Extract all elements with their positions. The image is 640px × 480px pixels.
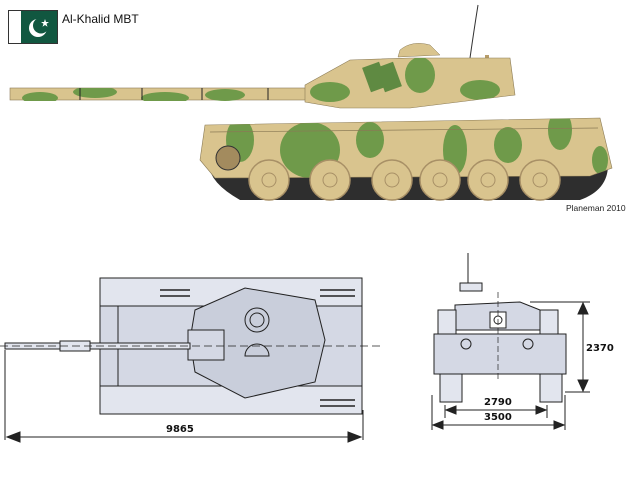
hull <box>199 117 613 179</box>
crescent-star-icon <box>29 17 49 37</box>
flag-white-band <box>9 11 21 43</box>
front-dimensions <box>431 301 590 430</box>
gun-barrel <box>9 87 309 101</box>
track-width-label: 2790 <box>484 397 512 408</box>
page-title: Al-Khalid MBT <box>62 12 139 26</box>
front-view <box>433 253 567 403</box>
length-label: 9865 <box>166 424 194 435</box>
side-view <box>9 4 613 201</box>
artist-credit: Planeman 2010 <box>566 203 626 213</box>
length-dimension <box>4 350 364 443</box>
overall-width-label: 3500 <box>484 412 512 423</box>
turret <box>304 43 516 109</box>
road-wheels <box>215 145 561 201</box>
flag-green-field <box>21 11 57 43</box>
pakistan-flag <box>8 10 58 44</box>
top-view <box>0 277 380 415</box>
height-label: 2370 <box>586 343 614 354</box>
